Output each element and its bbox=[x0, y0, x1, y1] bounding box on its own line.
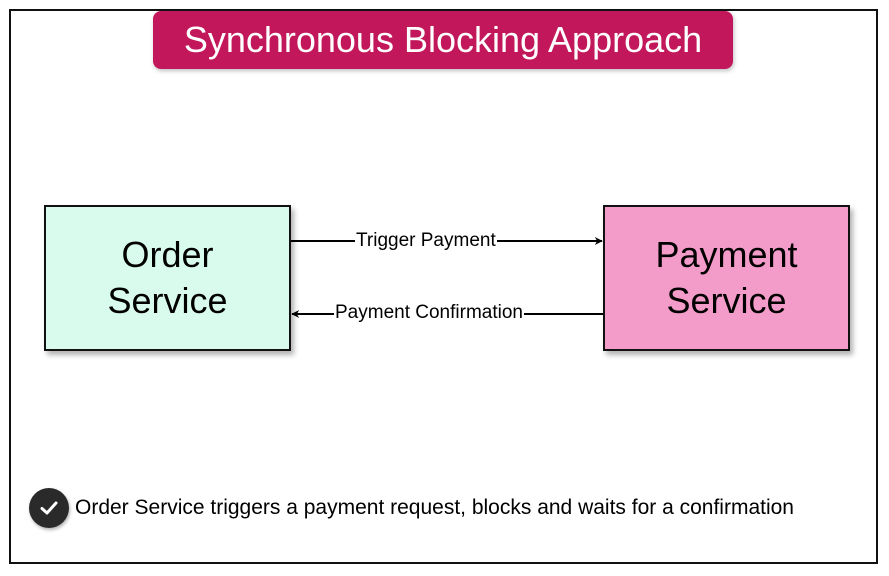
diagram-title: Synchronous Blocking Approach bbox=[153, 11, 733, 69]
trigger-payment-label: Trigger Payment bbox=[355, 230, 497, 252]
check-circle-icon bbox=[29, 488, 69, 528]
payment-service-node: Payment Service bbox=[603, 205, 850, 351]
summary-text: Order Service triggers a payment request… bbox=[75, 496, 794, 519]
order-service-node: Order Service bbox=[44, 205, 291, 351]
summary-note: Order Service triggers a payment request… bbox=[29, 488, 794, 528]
order-service-label: Order Service bbox=[107, 234, 228, 321]
payment-confirmation-label: Payment Confirmation bbox=[334, 302, 524, 324]
payment-service-label: Payment Service bbox=[655, 234, 798, 321]
